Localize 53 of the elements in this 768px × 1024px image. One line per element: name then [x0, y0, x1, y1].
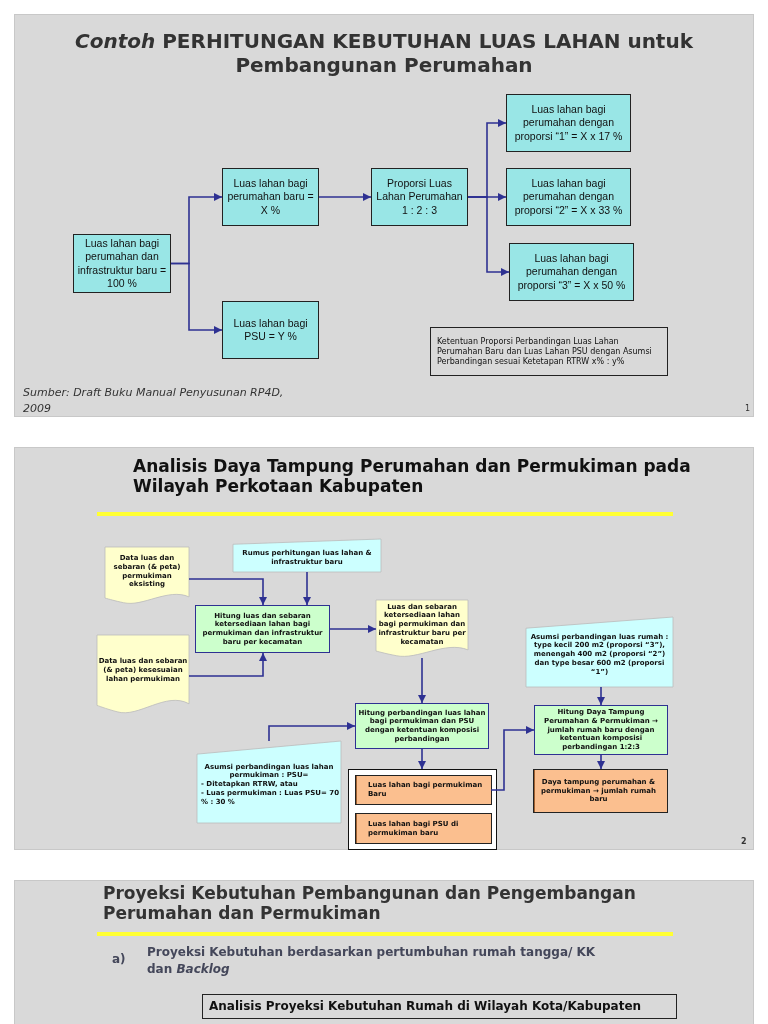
box-label: Luas lahan bagi perumahan dan infrastruktur baru = 100 %: [76, 237, 168, 290]
list-marker: a): [112, 951, 127, 968]
output-box: [355, 775, 492, 805]
process-box: [195, 605, 330, 653]
process-box: [506, 168, 631, 226]
arrow: [490, 726, 535, 791]
arrow: [268, 722, 356, 742]
slide-panel: [14, 447, 754, 850]
box-label: Luas lahan bagi perumahan baru = X %: [226, 177, 315, 217]
document-shape: [97, 635, 189, 715]
box-label: Analisis Proyeksi Kebutuhan Rumah di Wilayah Kota/Kabupaten: [209, 999, 642, 1014]
box-label: Luas lahan bagi perumahan dengan proporsi “1” = X x 17 %: [513, 103, 624, 143]
process-box: [506, 94, 631, 152]
arrow: [597, 754, 605, 770]
box-label: Ketentuan Proporsi Perbandingan Luas Lahan Perumahan Baru dan Luas Lahan PSU dengan Asumsi Perbandingan sesuai Ketetapan RTRW x% : y%: [437, 336, 653, 367]
group-frame: [348, 769, 497, 850]
slide-panel: [14, 14, 754, 417]
document-shape: [105, 547, 189, 605]
arrow: [467, 196, 510, 276]
arrow: [418, 657, 426, 704]
manual-input-shape: [233, 539, 381, 572]
box-label: Luas lahan bagi perumahan dengan proporsi “2” = X x 33 %: [513, 177, 624, 217]
output-box: [533, 769, 668, 813]
slide-title: Analisis Daya Tampung Perumahan dan Permukiman pada Wilayah Perkotaan Kabupaten: [133, 456, 692, 497]
arrow: [418, 748, 426, 770]
slide-number: 2: [741, 836, 748, 848]
manual-input-shape: [526, 617, 673, 687]
heading-box: [202, 994, 677, 1019]
output-box: [355, 813, 492, 844]
process-box: [222, 301, 319, 359]
source-note: Sumber: Draft Buku Manual Penyusunan RP4D, 2009: [23, 385, 285, 417]
arrow: [329, 625, 377, 633]
process-box: [509, 243, 634, 301]
process-box: [534, 705, 668, 755]
box-label: Proporsi Luas Lahan Perumahan 1 : 2 : 3: [375, 177, 464, 217]
process-box: [222, 168, 319, 226]
arrow: [318, 193, 372, 201]
manual-input-shape: [197, 741, 341, 823]
box-label: Luas lahan bagi PSU = Y %: [232, 316, 309, 344]
document-shape: [376, 600, 468, 658]
arrow: [303, 571, 311, 606]
arrow: [170, 262, 223, 334]
list-item: Proyeksi Kebutuhan berdasarkan pertumbuhan rumah tangga/ KK dan Backlog: [147, 944, 597, 979]
box-label: Luas lahan bagi perumahan dengan proporsi “3” = X x 50 %: [516, 252, 627, 292]
arrow: [597, 686, 605, 706]
slide-title: Proyeksi Kebutuhan Pembangunan dan Pengembangan Perumahan dan Permukiman: [103, 883, 637, 924]
slide-panel: [14, 880, 754, 1024]
slide-number: 1: [745, 403, 752, 415]
note-box: [430, 327, 668, 376]
arrow: [188, 578, 267, 606]
process-box: [371, 168, 468, 226]
slide-title: Contoh PERHITUNGAN KEBUTUHAN LUAS LAHAN untuk Pembangunan Perumahan: [75, 29, 693, 77]
arrow: [188, 652, 267, 677]
